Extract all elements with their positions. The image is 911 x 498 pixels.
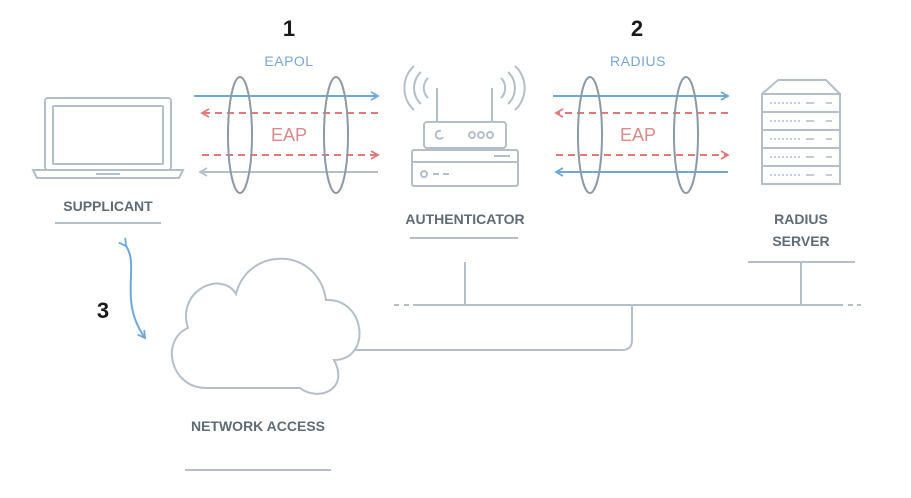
eap-label-left: EAP [271, 125, 307, 145]
radius-server-label-line2: SERVER [772, 233, 829, 249]
supplicant-label: SUPPLICANT [63, 198, 153, 214]
radius-tunnel-ring-right [673, 76, 699, 194]
radius-protocol-label: RADIUS [610, 53, 666, 69]
step-1-number: 1 [283, 16, 295, 41]
eapol-arrows [194, 91, 380, 177]
network-bus [355, 262, 861, 351]
eapol-tunnel-ring-right [323, 76, 349, 194]
laptop-icon [31, 97, 185, 179]
cloud-connector-line [355, 305, 633, 351]
step-2-number: 2 [631, 16, 643, 41]
step-3-number: 3 [97, 298, 109, 323]
server-rack-icon [761, 79, 841, 185]
eapol-label: EAPOL [264, 53, 313, 69]
eapol-tunnel-ring-left [227, 76, 253, 194]
radius-server-label-line1: RADIUS [774, 211, 828, 227]
radius-arrows [553, 91, 730, 177]
radius-tunnel-ring-left [577, 76, 603, 194]
supplicant-network-arrow [118, 237, 147, 340]
eap-label-right: EAP [620, 125, 656, 145]
authenticator-label: AUTHENTICATOR [405, 211, 524, 227]
network-access-label: NETWORK ACCESS [191, 418, 325, 434]
router-icon [403, 65, 526, 187]
cloud-icon [170, 257, 361, 395]
